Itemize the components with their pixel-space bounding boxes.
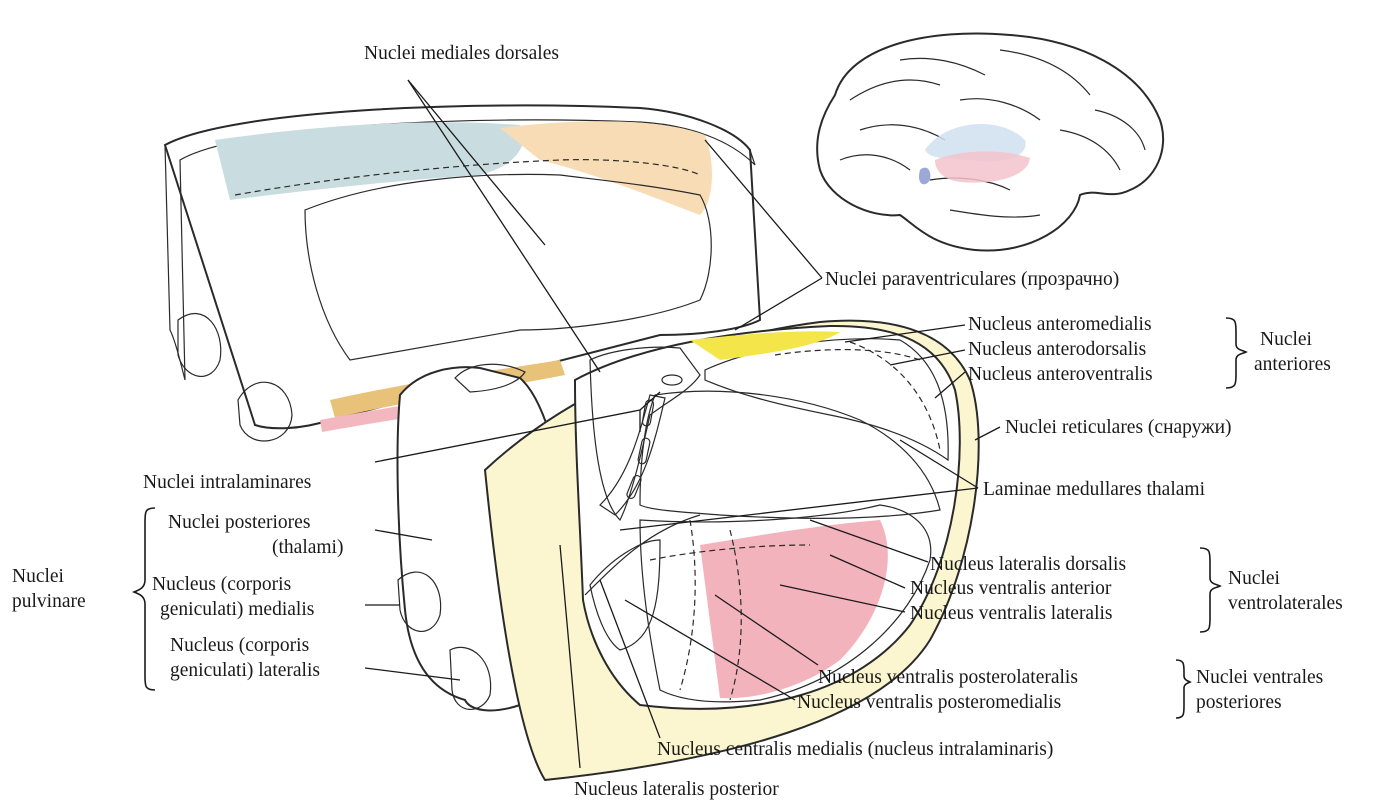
label-ventralis-anterior: Nucleus ventralis anterior <box>910 578 1112 599</box>
label-pulvinare-line1: Nuclei <box>12 566 65 587</box>
label-centralis-medialis: Nucleus centralis medialis (nucleus intr… <box>657 739 1053 760</box>
label-intralaminares: Nuclei intralaminares <box>143 472 311 493</box>
label-ventrolaterales-line2: ventrolaterales <box>1228 593 1343 614</box>
label-lateralis-dorsalis: Nucleus lateralis dorsalis <box>930 554 1126 575</box>
bracket-ventrales-post <box>1176 660 1190 718</box>
label-lateralis-posterior: Nucleus lateralis posterior <box>574 779 779 800</box>
label-ventralis-lateralis: Nucleus ventralis lateralis <box>910 603 1113 624</box>
bracket-ventrolaterales <box>1200 548 1220 632</box>
label-posteromedialis: Nucleus ventralis posteromedialis <box>797 692 1061 713</box>
brain-inset <box>817 33 1163 250</box>
label-gen-lat-line1: Nucleus (corporis <box>170 635 309 656</box>
label-posteriores-line2: (thalami) <box>272 537 343 558</box>
label-anteroventralis: Nucleus anteroventralis <box>968 364 1153 385</box>
bracket-anteriores <box>1226 318 1246 388</box>
label-anteriores-line2: anteriores <box>1254 354 1331 375</box>
label-gen-lat-line2: geniculati) lateralis <box>170 660 320 681</box>
bracket-pulvinare <box>134 508 155 690</box>
label-laminae: Laminae medullares thalami <box>983 479 1206 500</box>
label-ventrales-post-line2: posteriores <box>1196 692 1282 713</box>
label-posteriores-line1: Nuclei posteriores <box>168 512 310 533</box>
label-anterodorsalis: Nucleus anterodorsalis <box>968 339 1146 360</box>
label-gen-med-line1: Nucleus (corporis <box>152 574 291 595</box>
label-anteriores-line1: Nuclei <box>1260 329 1313 350</box>
label-posterolateralis: Nucleus ventralis posterolateralis <box>818 667 1078 688</box>
label-pulvinare-line2: pulvinare <box>12 591 86 612</box>
label-reticulares: Nuclei reticulares (снаружи) <box>1005 417 1232 438</box>
label-gen-med-line2: geniculati) medialis <box>160 599 314 620</box>
label-paraventriculares: Nuclei paraventriculares (прозрачно) <box>825 269 1119 290</box>
label-ventrales-post-line1: Nuclei ventrales <box>1196 667 1323 688</box>
label-anteromedialis: Nucleus anteromedialis <box>968 314 1152 335</box>
label-ventrolaterales-line1: Nuclei <box>1228 568 1281 589</box>
label-mediales-dorsales: Nuclei mediales dorsales <box>364 43 559 64</box>
